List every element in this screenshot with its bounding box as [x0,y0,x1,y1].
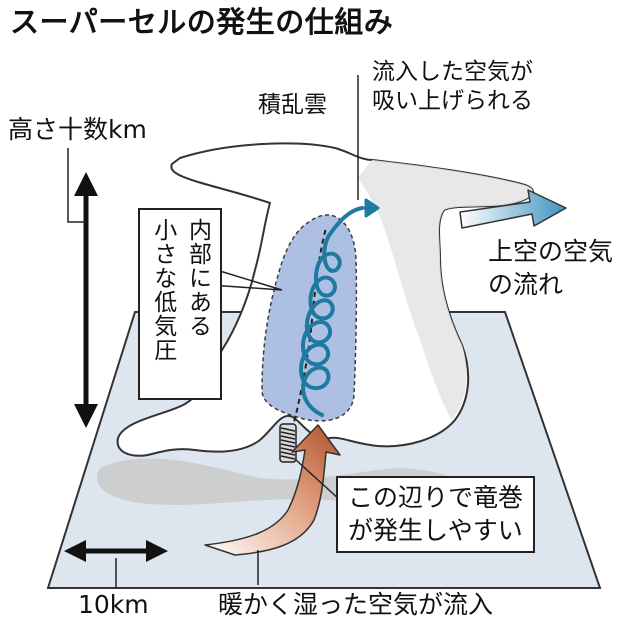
height-arrow-icon [74,172,98,428]
low-pressure-col2: 小さな低気圧 [149,218,176,362]
page-title: スーパーセルの発生の仕組み [10,5,394,39]
upper-air-flow-label: 上空の空気 の流れ [488,236,613,301]
cloud-shading [358,160,533,420]
upper-air-line2: の流れ [488,269,564,299]
low-pressure-label-box: 内部にある 小さな低気圧 [138,208,222,400]
tornado-line2: が発生しやすい [348,515,523,545]
warm-inflow-label: 暖かく湿った空気が流入 [218,590,494,619]
inflow-lifted-line2: 吸い上げられる [372,87,533,114]
upper-air-flow-arrow [459,189,567,229]
low-pressure-col1: 内部にある [184,218,211,338]
tornado-icon [279,423,297,463]
spiral-icon [298,206,364,417]
inflow-lifted-label: 流入した空気が 吸い上げられる [372,58,533,116]
inflow-lifted-line1: 流入した空気が [372,59,533,85]
distance-label: 10km [78,590,149,619]
tornado-label-box: この辺りで竜巻 が発生しやすい [336,476,536,553]
tornado-line1: この辺りで竜巻 [348,483,524,512]
rotation-axis [291,227,327,431]
low-pressure-leader [209,267,283,291]
cloud-label: 積乱雲 [258,92,327,118]
distance-arrow-icon [64,540,168,562]
upper-air-line1: 上空の空気 [488,237,614,266]
warm-inflow-arrow [204,424,341,556]
tornado-leader [295,459,341,501]
height-leader [67,148,86,223]
spiral-arrowhead [362,198,380,218]
height-label: 高さ十数km [8,115,147,144]
